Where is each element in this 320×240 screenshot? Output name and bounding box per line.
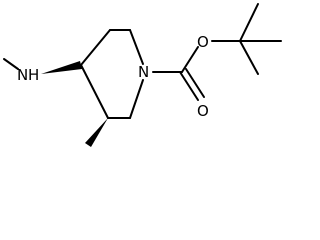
atom-label-amine-h: H: [28, 66, 39, 84]
bond-carbonyl-double-2: [185, 68, 205, 98]
bond-methyl-amine-n: [3, 58, 19, 70]
bond-tbu-methyl-bottom: [239, 40, 259, 75]
atom-label-amine-n: N: [17, 66, 28, 84]
bond-ring-n1-c2: [129, 79, 144, 119]
bond-ring-c6-n1: [129, 29, 144, 65]
bond-ring-c3-c4: [80, 64, 109, 119]
atom-label-ring-n: N: [138, 63, 149, 81]
structure-canvas: N H N O O: [3, 3, 282, 147]
wedge-bond-amine-c4: [41, 61, 82, 74]
atom-label-ester-o: O: [197, 33, 209, 51]
atom-label-carbonyl-o: O: [197, 102, 209, 120]
bond-tbu-methyl-top: [239, 3, 259, 42]
bond-carbonyl-double-1: [179, 71, 199, 101]
wedge-bond-methyl-c3: [85, 118, 108, 147]
bond-ring-c4-c5: [80, 29, 111, 66]
chemical-structure: N H N O O: [3, 3, 282, 147]
bond-carbonyl-ester-o: [181, 46, 199, 73]
